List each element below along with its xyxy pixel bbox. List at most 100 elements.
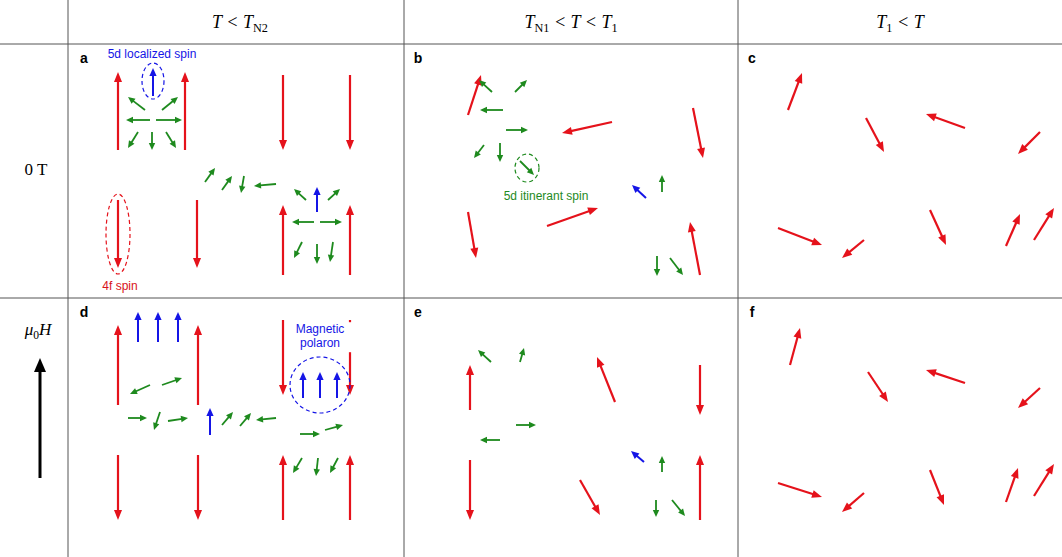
- itinerant-spin-arrow-head: [294, 250, 300, 258]
- 4f-spin-arrow: [688, 222, 700, 275]
- itinerant-spin-arrow: [328, 242, 334, 262]
- itinerant-spin-arrow: [205, 168, 215, 182]
- 4f-spin-arrow-shaft: [1034, 472, 1049, 496]
- 4f-spin-arrow: [194, 325, 202, 405]
- localized-spin-arrow-head: [149, 68, 156, 76]
- itinerant-spin-arrow-head: [314, 257, 320, 264]
- itinerant-spin-arrow-shaft: [320, 221, 336, 223]
- itinerant-spin-arrow-shaft: [168, 419, 182, 421]
- 4f-spin-arrow-head: [279, 455, 287, 465]
- itinerant-spin-arrow: [156, 117, 182, 123]
- itinerant-spin-arrow-shaft: [515, 84, 523, 92]
- 4f-spin-arrow: [1006, 214, 1020, 246]
- field-arrow-head: [34, 358, 46, 372]
- itinerant-spin-arrow: [239, 176, 245, 193]
- itinerant-spin-arrow-head: [128, 140, 134, 148]
- itinerant-spin-arrow: [314, 458, 320, 476]
- 4f-spin-arrow: [346, 205, 354, 275]
- localized-spin-arrow-head: [299, 372, 306, 380]
- itinerant-spin-arrow-head: [171, 97, 178, 104]
- localized-spin-arrow-shaft: [336, 379, 338, 398]
- 4f-spin-arrow-shaft: [282, 75, 284, 141]
- 4f-spin-arrow-shaft: [117, 455, 119, 511]
- 4f-spin-arrow: [114, 72, 122, 150]
- 4f-spin-arrow-shaft: [184, 81, 186, 150]
- 4f-spin-arrow-head: [1011, 468, 1019, 479]
- label-group: a: [80, 50, 88, 66]
- 4f-spin-arrow-head: [1045, 464, 1054, 475]
- localized-spin-arrow-head: [316, 372, 323, 380]
- itinerant-spin-arrow-head: [659, 456, 665, 463]
- itinerant-spin-arrow-shaft: [222, 417, 229, 425]
- itinerant-spin-arrow-shaft: [316, 244, 318, 258]
- annotation: 5d localized spin: [108, 47, 197, 61]
- itinerant-spin-arrow-head: [149, 143, 155, 150]
- label-group: 5d localized spin: [108, 47, 197, 61]
- 4f-spin-arrow-shaft: [1024, 132, 1040, 148]
- itinerant-spin-arrow: [128, 415, 147, 421]
- itinerant-spin-arrow-shaft: [317, 458, 318, 470]
- itinerant-spin-arrow: [480, 107, 503, 113]
- 4f-spin-arrow-head: [194, 510, 202, 520]
- itinerant-spin-arrow-shaft: [240, 418, 247, 426]
- itinerant-spin-arrow: [292, 219, 314, 225]
- itinerant-spin-arrow-shaft: [300, 433, 314, 435]
- 4f-spin-arrow: [1034, 208, 1054, 240]
- 4f-spin-arrow-shaft: [197, 455, 199, 511]
- panel-letter: f: [750, 304, 755, 320]
- itinerant-spin-arrow: [126, 117, 150, 123]
- label-group: 0 T: [25, 160, 48, 180]
- itinerant-spin-arrow-shaft: [482, 354, 491, 362]
- itinerant-spin-arrow-shaft: [672, 500, 681, 511]
- 4f-spin-arrow-shaft: [600, 365, 615, 402]
- 4f-spin-arrow-shaft: [196, 200, 198, 259]
- 4f-spin-arrow-head: [114, 72, 122, 82]
- itinerant-spin-arrow: [128, 132, 138, 148]
- itinerant-spin-arrow-shaft: [298, 193, 306, 200]
- itinerant-spin-arrow: [294, 242, 302, 258]
- itinerant-spin-arrow-head: [478, 350, 485, 357]
- 4f-spin-arrow: [597, 357, 615, 402]
- 4f-spin-arrow-head: [466, 510, 474, 520]
- panel-letter: a: [80, 50, 88, 66]
- localized-spin-arrow-shaft: [636, 456, 644, 462]
- localized-spin-arrow-head: [134, 312, 141, 320]
- 4f-spin-arrow-shaft: [547, 211, 590, 226]
- 4f-spin-arrow: [547, 208, 598, 226]
- 4f-spin-arrow-shaft: [349, 75, 351, 141]
- itinerant-spin-arrow-head: [520, 80, 527, 87]
- 4f-spin-arrow-head: [688, 222, 696, 233]
- itinerant-spin-arrow-shaft: [132, 119, 150, 121]
- 4f-spin-arrow-shaft: [790, 337, 798, 365]
- magnetic-polaron-outline: [290, 357, 350, 413]
- 4f-spin-arrow-shaft: [866, 118, 880, 144]
- itinerant-spin-arrow-head: [254, 182, 261, 188]
- itinerant-spin-arrow-shaft: [670, 258, 679, 270]
- 4f-spin-arrow-head: [470, 247, 478, 258]
- itinerant-spin-arrow-head: [328, 255, 334, 262]
- 4f-spin-arrow-shaft: [849, 493, 864, 506]
- 4f-spin-arrow-shaft: [349, 214, 351, 275]
- itinerant-spin-arrow-shaft: [331, 242, 333, 256]
- itinerant-spin-arrow: [130, 385, 150, 394]
- itinerant-spin-arrow-shaft: [655, 500, 657, 511]
- itinerant-spin-arrow-shaft: [325, 427, 337, 430]
- column-header: < T: [897, 12, 924, 32]
- 4f-spin-arrow-shaft: [282, 320, 284, 386]
- itinerant-spin-arrow-head: [153, 422, 159, 430]
- itinerant-spin-arrow-head: [678, 509, 685, 516]
- 4f-spin-arrow-shaft: [935, 373, 965, 383]
- localized-spin-arrow: [206, 408, 213, 435]
- itinerant-spin-arrow-head: [529, 422, 536, 428]
- itinerant-spin-arrow-shaft: [661, 462, 663, 472]
- itinerant-spin-arrow: [328, 189, 340, 200]
- column-header: < T < T: [554, 12, 612, 32]
- 4f-spin-arrow: [778, 483, 822, 498]
- itinerant-spin-arrow-head: [313, 431, 320, 437]
- itinerant-spin-arrow: [330, 458, 338, 473]
- panel-letter: d: [80, 304, 89, 320]
- 4f-spin-arrow: [926, 114, 965, 128]
- table-line: [738, 0, 739, 557]
- itinerant-spin-arrow-shaft: [486, 439, 500, 441]
